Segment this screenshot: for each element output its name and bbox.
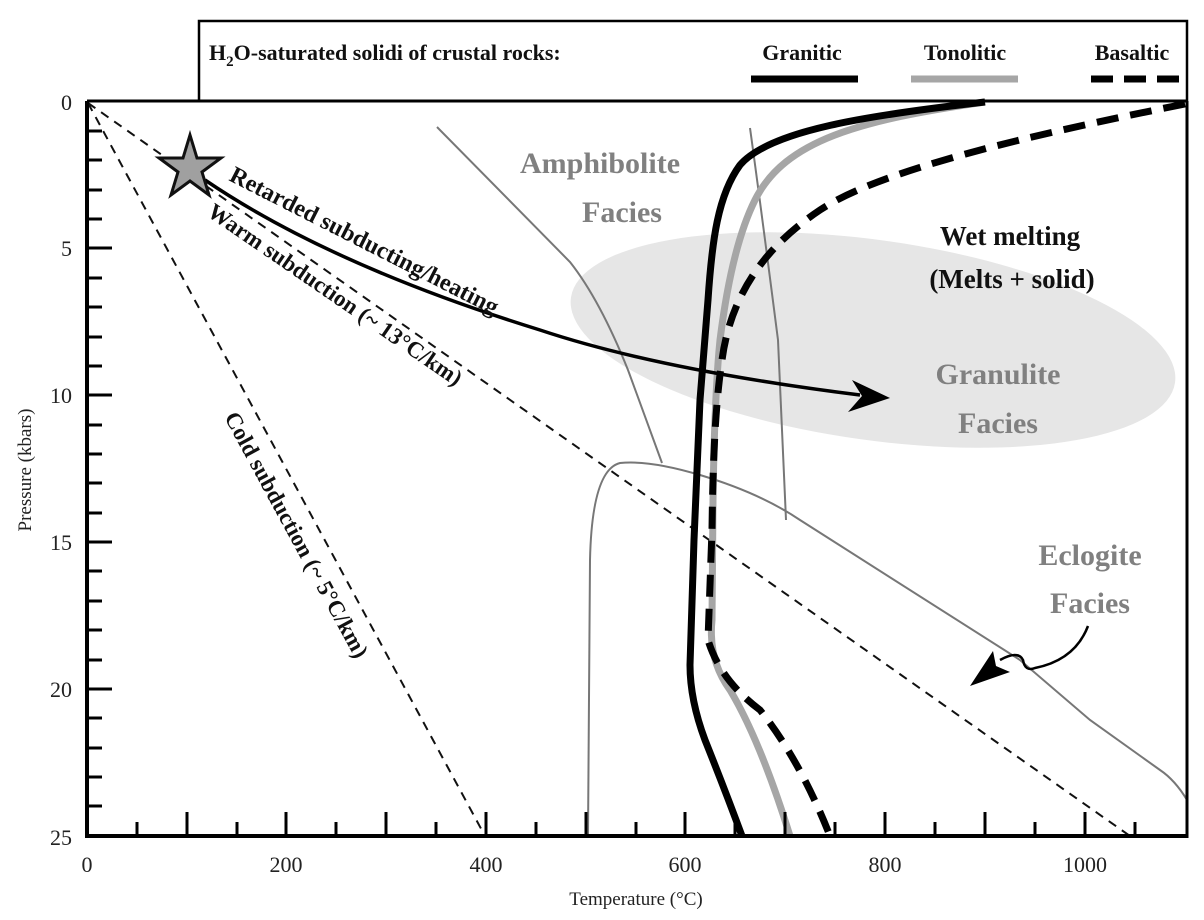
x-axis-title: Temperature (°C)	[569, 889, 702, 910]
x-tick-label: 200	[270, 852, 303, 877]
basaltic-solidus	[704, 100, 1186, 838]
cold-subduction-label: Cold subduction (~ 5°C/km)	[220, 407, 374, 662]
star-marker-icon	[154, 129, 226, 199]
x-tick-label: 600	[669, 852, 702, 877]
eclogite-pointer-arrow	[999, 625, 1090, 671]
legend-label-basaltic: Basaltic	[1095, 40, 1170, 65]
x-ticks	[135, 812, 1137, 836]
y-tick-label: 5	[61, 236, 72, 261]
amphibolite-right-boundary	[749, 127, 787, 521]
tonolitic-solidus	[707, 98, 986, 838]
legend-label-granitic: Granitic	[762, 40, 842, 65]
warm-subduction-line	[87, 102, 1131, 837]
granulite-label: Granulite	[936, 358, 1061, 391]
legend-frame	[197, 19, 1189, 101]
eclogite-label: Eclogite	[1038, 539, 1141, 572]
amphibolite-label: Facies	[582, 196, 662, 229]
wet-melting-label: Wet melting	[940, 221, 1081, 251]
y-axis-title: Pressure (kbars)	[15, 409, 36, 532]
x-tick-label: 800	[869, 852, 902, 877]
x-tick-label: 0	[82, 852, 93, 877]
amphibolite-label: Amphibolite	[520, 147, 680, 180]
y-tick-label: 0	[61, 90, 72, 115]
legend-title: H2O-saturated solidi of crustal rocks:	[209, 40, 561, 70]
y-tick-label: 25	[50, 825, 72, 850]
retarded-heating-path	[204, 178, 861, 397]
y-ticks	[87, 129, 112, 808]
x-tick-label: 1000	[1063, 852, 1107, 877]
legend-label-tonolitic: Tonolitic	[924, 40, 1007, 65]
amphibolite-left-boundary	[436, 126, 663, 464]
y-tick-label: 20	[50, 677, 72, 702]
eclogite-arrowhead-icon	[970, 651, 1010, 686]
y-tick-label: 15	[50, 530, 72, 555]
granulite-facies-region	[570, 232, 1176, 448]
granitic-solidus	[686, 98, 986, 838]
x-tick-label: 400	[470, 852, 503, 877]
eclogite-label: Facies	[1050, 587, 1130, 620]
arrowhead-icon	[848, 380, 890, 412]
y-tick-label: 10	[50, 383, 72, 408]
granulite-label: Facies	[958, 407, 1038, 440]
legend: H2O-saturated solidi of crustal rocks: G…	[197, 19, 1189, 101]
wet-melting-label: (Melts + solid)	[929, 264, 1094, 294]
cold-subduction-line	[87, 102, 486, 837]
